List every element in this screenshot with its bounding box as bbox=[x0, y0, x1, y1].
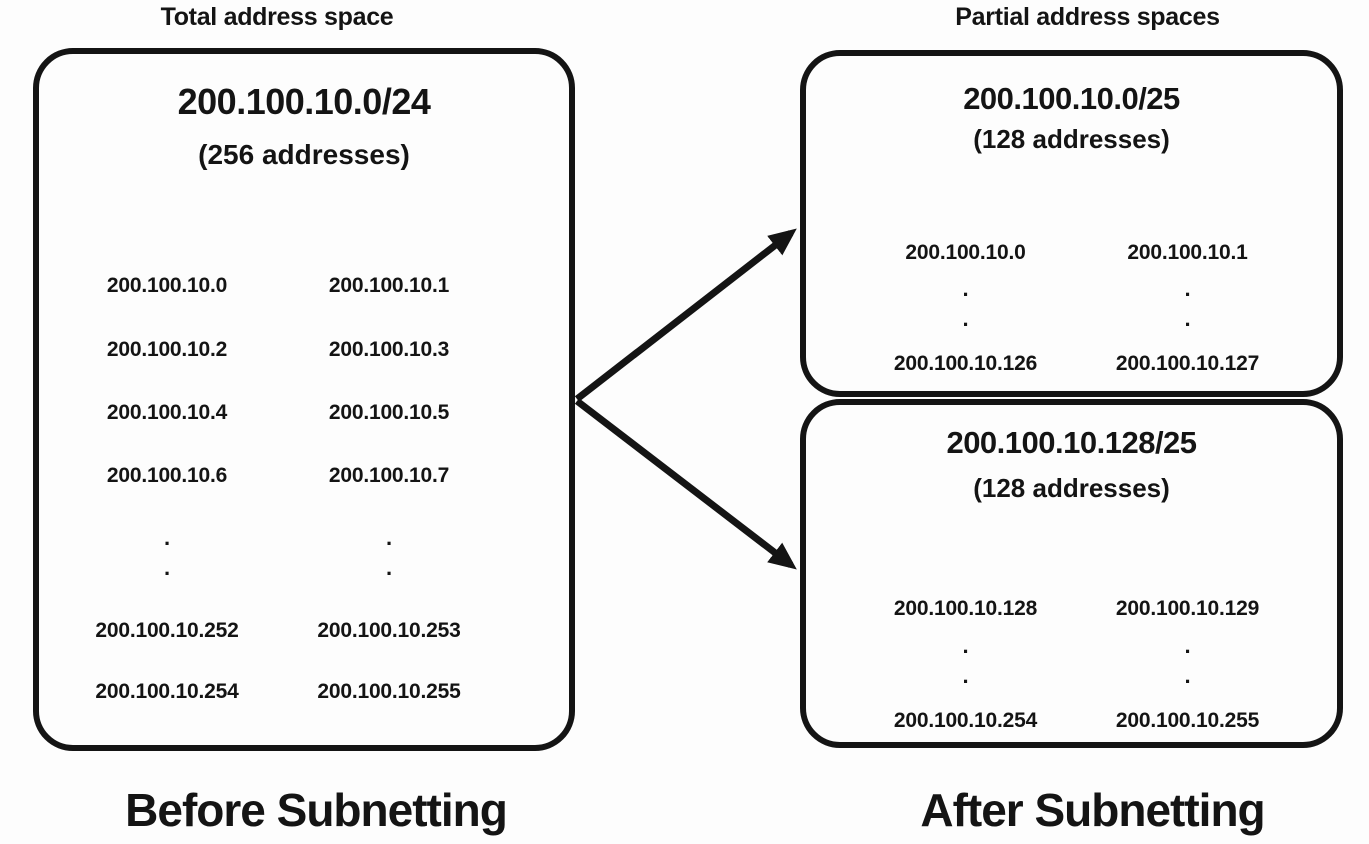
address-row: 200.100.10.252 200.100.10.253 bbox=[39, 616, 569, 646]
ip-address: 200.100.10.7 bbox=[328, 464, 450, 487]
ellipsis-dot: . bbox=[1184, 633, 1191, 658]
ip-address: 200.100.10.6 bbox=[106, 464, 228, 487]
ellipsis-dot: . bbox=[1184, 306, 1191, 331]
total-address-space-box: 200.100.10.0/24 (256 addresses) 200.100.… bbox=[33, 48, 575, 751]
ellipsis-dot: . bbox=[163, 525, 171, 550]
address-row: 200.100.10.6 200.100.10.7 bbox=[39, 461, 569, 491]
address-row: 200.100.10.254 200.100.10.255 bbox=[39, 677, 569, 707]
address-row: 200.100.10.128 200.100.10.129 bbox=[806, 594, 1337, 624]
address-row: 200.100.10.0 200.100.10.1 bbox=[39, 271, 569, 301]
ellipsis-row: . . . . bbox=[806, 631, 1337, 691]
address-row: 200.100.10.0 200.100.10.1 bbox=[806, 238, 1337, 268]
ip-address: 200.100.10.254 bbox=[893, 709, 1038, 732]
arrow-to-upper-subnet bbox=[574, 228, 797, 402]
ip-address: 200.100.10.129 bbox=[1115, 597, 1260, 620]
ellipsis-column: . . bbox=[866, 631, 1066, 691]
before-subnetting-caption: Before Subnetting bbox=[125, 784, 508, 836]
ip-address: 200.100.10.252 bbox=[95, 619, 239, 642]
ip-address: 200.100.10.3 bbox=[328, 338, 450, 361]
ellipsis-dot: . bbox=[1184, 663, 1191, 688]
network-cidr: 200.100.10.0/24 bbox=[177, 81, 431, 122]
ellipsis-column: . . bbox=[289, 523, 489, 583]
ip-address: 200.100.10.126 bbox=[893, 352, 1038, 375]
address-count: (128 addresses) bbox=[973, 124, 1170, 154]
ip-address: 200.100.10.128 bbox=[893, 597, 1038, 620]
network-cidr: 200.100.10.128/25 bbox=[946, 425, 1197, 460]
address-row: 200.100.10.4 200.100.10.5 bbox=[39, 398, 569, 428]
right-column-title: Partial address spaces bbox=[955, 3, 1220, 31]
subnet-box-lower: 200.100.10.128/25 (128 addresses) 200.10… bbox=[800, 399, 1343, 748]
left-column-title: Total address space bbox=[160, 3, 394, 31]
ellipsis-row: . . . . bbox=[806, 274, 1337, 334]
subnet-box-upper: 200.100.10.0/25 (128 addresses) 200.100.… bbox=[800, 50, 1343, 397]
address-row: 200.100.10.254 200.100.10.255 bbox=[806, 706, 1337, 736]
ellipsis-dot: . bbox=[962, 633, 969, 658]
ip-address: 200.100.10.255 bbox=[317, 680, 461, 703]
ip-address: 200.100.10.255 bbox=[1115, 709, 1260, 732]
ip-address: 200.100.10.2 bbox=[106, 338, 228, 361]
ip-address: 200.100.10.4 bbox=[106, 401, 228, 424]
ip-address: 200.100.10.0 bbox=[905, 241, 1026, 264]
ellipsis-dot: . bbox=[962, 663, 969, 688]
ellipsis-dot: . bbox=[962, 306, 969, 331]
ip-address: 200.100.10.254 bbox=[95, 680, 239, 703]
address-count: (128 addresses) bbox=[973, 473, 1170, 503]
ip-address: 200.100.10.1 bbox=[328, 274, 450, 297]
ellipsis-dot: . bbox=[385, 525, 393, 550]
ip-address: 200.100.10.1 bbox=[1127, 241, 1248, 264]
ellipsis-dot: . bbox=[163, 555, 171, 580]
ellipsis-row: . . . . bbox=[39, 523, 569, 583]
address-row: 200.100.10.2 200.100.10.3 bbox=[39, 335, 569, 365]
network-cidr: 200.100.10.0/25 bbox=[963, 81, 1180, 116]
after-subnetting-caption: After Subnetting bbox=[920, 784, 1265, 836]
ellipsis-column: . . bbox=[866, 274, 1066, 334]
ellipsis-dot: . bbox=[962, 276, 969, 301]
address-count: (256 addresses) bbox=[198, 139, 410, 170]
ip-address: 200.100.10.5 bbox=[328, 401, 450, 424]
ip-address: 200.100.10.127 bbox=[1115, 352, 1260, 375]
ip-address: 200.100.10.0 bbox=[106, 274, 228, 297]
ellipsis-column: . . bbox=[1088, 274, 1288, 334]
ellipsis-column: . . bbox=[67, 523, 267, 583]
ellipsis-dot: . bbox=[1184, 276, 1191, 301]
ellipsis-dot: . bbox=[385, 555, 393, 580]
ip-address: 200.100.10.253 bbox=[317, 619, 461, 642]
address-row: 200.100.10.126 200.100.10.127 bbox=[806, 349, 1337, 379]
ellipsis-column: . . bbox=[1088, 631, 1288, 691]
arrow-to-lower-subnet bbox=[574, 398, 797, 570]
